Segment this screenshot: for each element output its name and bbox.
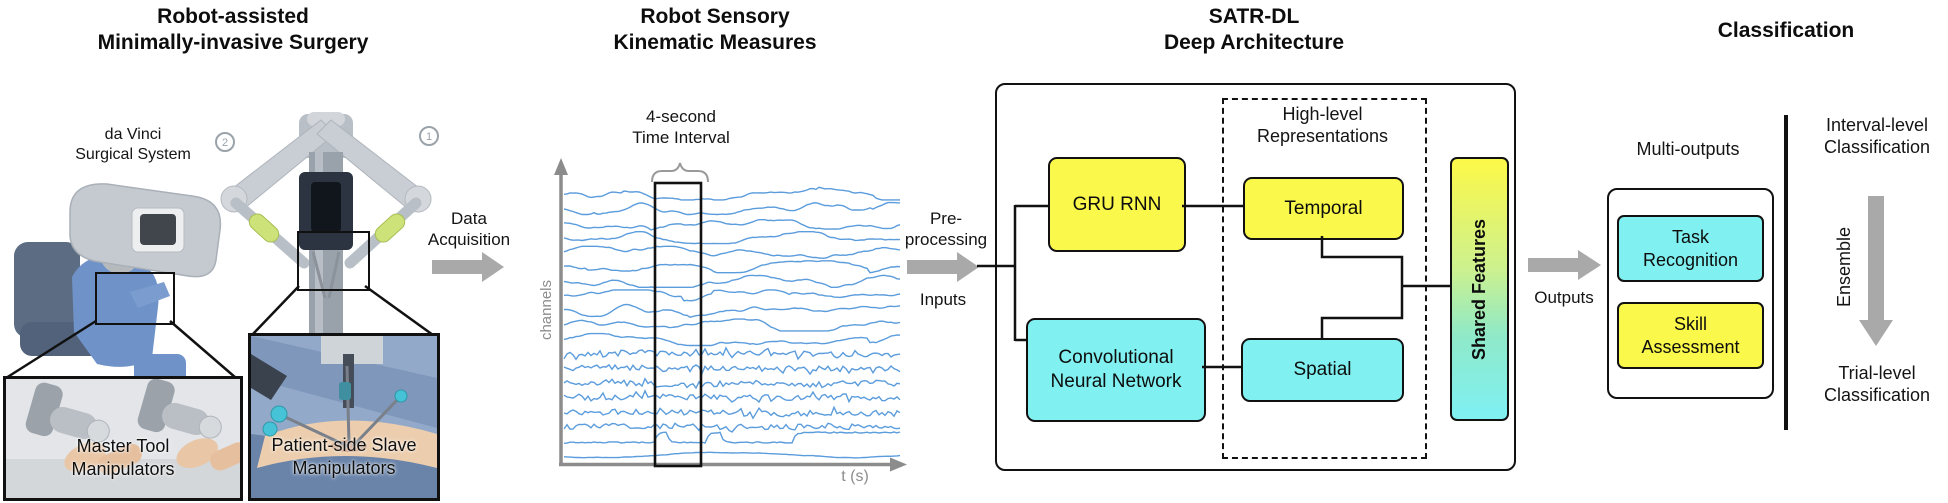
gru-rnn-node: GRU RNN [1048, 157, 1186, 252]
patient-manipulators-photo [251, 336, 437, 498]
data-acq-line1: Data [451, 209, 487, 228]
signals-title-line1: Robot Sensory [640, 5, 790, 28]
cnn-node: Convolutional Neural Network [1026, 318, 1206, 422]
master-manipulators-label: Master Tool Manipulators [6, 435, 240, 481]
signal-trace [563, 245, 901, 259]
signal-trace [563, 318, 901, 332]
interval-level-line1: Interval-level [1825, 115, 1929, 135]
preprocessing-arrow-icon [907, 252, 979, 282]
signal-trace [563, 422, 901, 433]
signal-trace [563, 389, 901, 404]
signal-trace [563, 431, 901, 444]
interval-label-line1: 4-second [646, 107, 716, 126]
plot-axes [554, 158, 907, 472]
temporal-label: Temporal [1284, 197, 1363, 219]
interval-brace [651, 162, 709, 183]
surgery-title-line1: Robot-assisted [157, 5, 309, 28]
master-manipulators-inset: Master Tool Manipulators [3, 376, 243, 501]
time-interval-label: 4-second Time Interval [611, 106, 751, 148]
inputs-label: Inputs [919, 290, 967, 309]
spatial-node: Spatial [1241, 338, 1404, 402]
cnn-label-line1: Convolutional [1058, 347, 1174, 368]
cnn-label-line2: Neural Network [1050, 371, 1182, 392]
shared-features-label: Shared Features [1469, 218, 1489, 360]
shared-features-node: Shared Features [1450, 157, 1509, 421]
ensemble-label: Ensemble [1834, 226, 1854, 308]
master-label-line2: Manipulators [71, 459, 175, 479]
davinci-label-line2: Surgical System [75, 146, 191, 163]
temporal-node: Temporal [1243, 177, 1404, 240]
trial-level-label: Trial-level Classification [1806, 362, 1948, 406]
arm-number-left: 2 [222, 137, 228, 149]
satrdl-title-line1: SATR-DL [1208, 5, 1300, 28]
task-label-line2: Recognition [1642, 249, 1739, 270]
signal-trace [563, 260, 901, 274]
outputs-label: Outputs [1534, 288, 1594, 307]
interval-level-label: Interval-level Classification [1806, 114, 1948, 158]
ensemble-arrow-icon [1859, 196, 1893, 346]
interval-level-line2: Classification [1823, 137, 1931, 157]
master-manipulators-photo [6, 379, 240, 498]
signal-trace [563, 218, 901, 231]
trial-level-line1: Trial-level [1838, 363, 1916, 383]
console-callout-rect [95, 272, 175, 325]
representations-label: High-level Representations [1238, 103, 1407, 147]
satrdl-outer-box [995, 83, 1516, 471]
signal-trace [563, 201, 901, 216]
patient-manipulators-label: Patient-side Slave Manipulators [251, 434, 437, 480]
task-label-line1: Task [1671, 226, 1709, 247]
signal-trace [563, 363, 901, 376]
signal-trace [563, 377, 901, 390]
preprocessing-line1: Pre- [929, 209, 963, 228]
davinci-system-label: da Vinci Surgical System [53, 125, 213, 165]
outputs-arrow-icon [1528, 250, 1601, 280]
signal-trace [564, 303, 901, 318]
representations-line2: Representations [1256, 126, 1389, 146]
representations-dashed-box [1222, 98, 1427, 459]
signal-trace [563, 289, 901, 302]
surgery-title-line2: Minimally-invasive Surgery [97, 31, 369, 54]
surgery-section-title: Robot-assisted Minimally-invasive Surger… [68, 4, 398, 56]
classification-section-title: Classification [1717, 19, 1855, 42]
interval-highlight-rect [653, 181, 703, 468]
patient-label-line1: Patient-side Slave [271, 435, 417, 455]
signals-section-title: Robot Sensory Kinematic Measures [555, 4, 875, 56]
preprocessing-line2: processing [904, 230, 988, 249]
cart-callout-rect [297, 231, 370, 291]
skill-assessment-node: Skill Assessment [1617, 302, 1764, 369]
davinci-label-line1: da Vinci [104, 126, 162, 143]
task-recognition-node: Task Recognition [1617, 215, 1764, 282]
signal-trace [563, 451, 901, 459]
data-acq-line2: Acquisition [427, 230, 511, 249]
trial-level-line2: Classification [1823, 385, 1931, 405]
skill-label-line2: Assessment [1641, 336, 1740, 357]
satrdl-section-title: SATR-DL Deep Architecture [1104, 4, 1404, 56]
skill-label-line1: Skill [1673, 313, 1707, 334]
patient-manipulators-inset: Patient-side Slave Manipulators [248, 333, 440, 501]
patient-label-line2: Manipulators [292, 458, 396, 478]
signal-trace [563, 346, 901, 361]
multi-outputs-box [1607, 188, 1774, 399]
time-axis-label: t (s) [841, 468, 869, 485]
gru-rnn-label: GRU RNN [1072, 193, 1162, 215]
signal-trace [563, 186, 900, 201]
signal-trace [563, 405, 901, 420]
satrdl-title-line2: Deep Architecture [1163, 31, 1345, 54]
interval-label-line2: Time Interval [632, 128, 730, 147]
signal-trace [563, 274, 901, 288]
signals-title-line2: Kinematic Measures [613, 31, 817, 54]
master-label-line1: Master Tool [76, 436, 170, 456]
spatial-label: Spatial [1293, 359, 1352, 380]
representations-line1: High-level [1282, 104, 1363, 124]
patient-cart-photo: 2 1 [215, 112, 439, 334]
multi-outputs-label: Multi-outputs [1636, 139, 1740, 159]
signal-trace [563, 230, 901, 245]
data-acquisition-label: Data Acquisition [414, 208, 524, 250]
kinematic-signal-traces [563, 186, 901, 459]
channels-axis-label: channels [538, 279, 555, 341]
arm-number-right: 1 [426, 131, 432, 143]
classification-divider [1784, 115, 1788, 430]
preprocessing-label: Pre- processing [896, 208, 996, 250]
signal-trace [563, 332, 901, 347]
